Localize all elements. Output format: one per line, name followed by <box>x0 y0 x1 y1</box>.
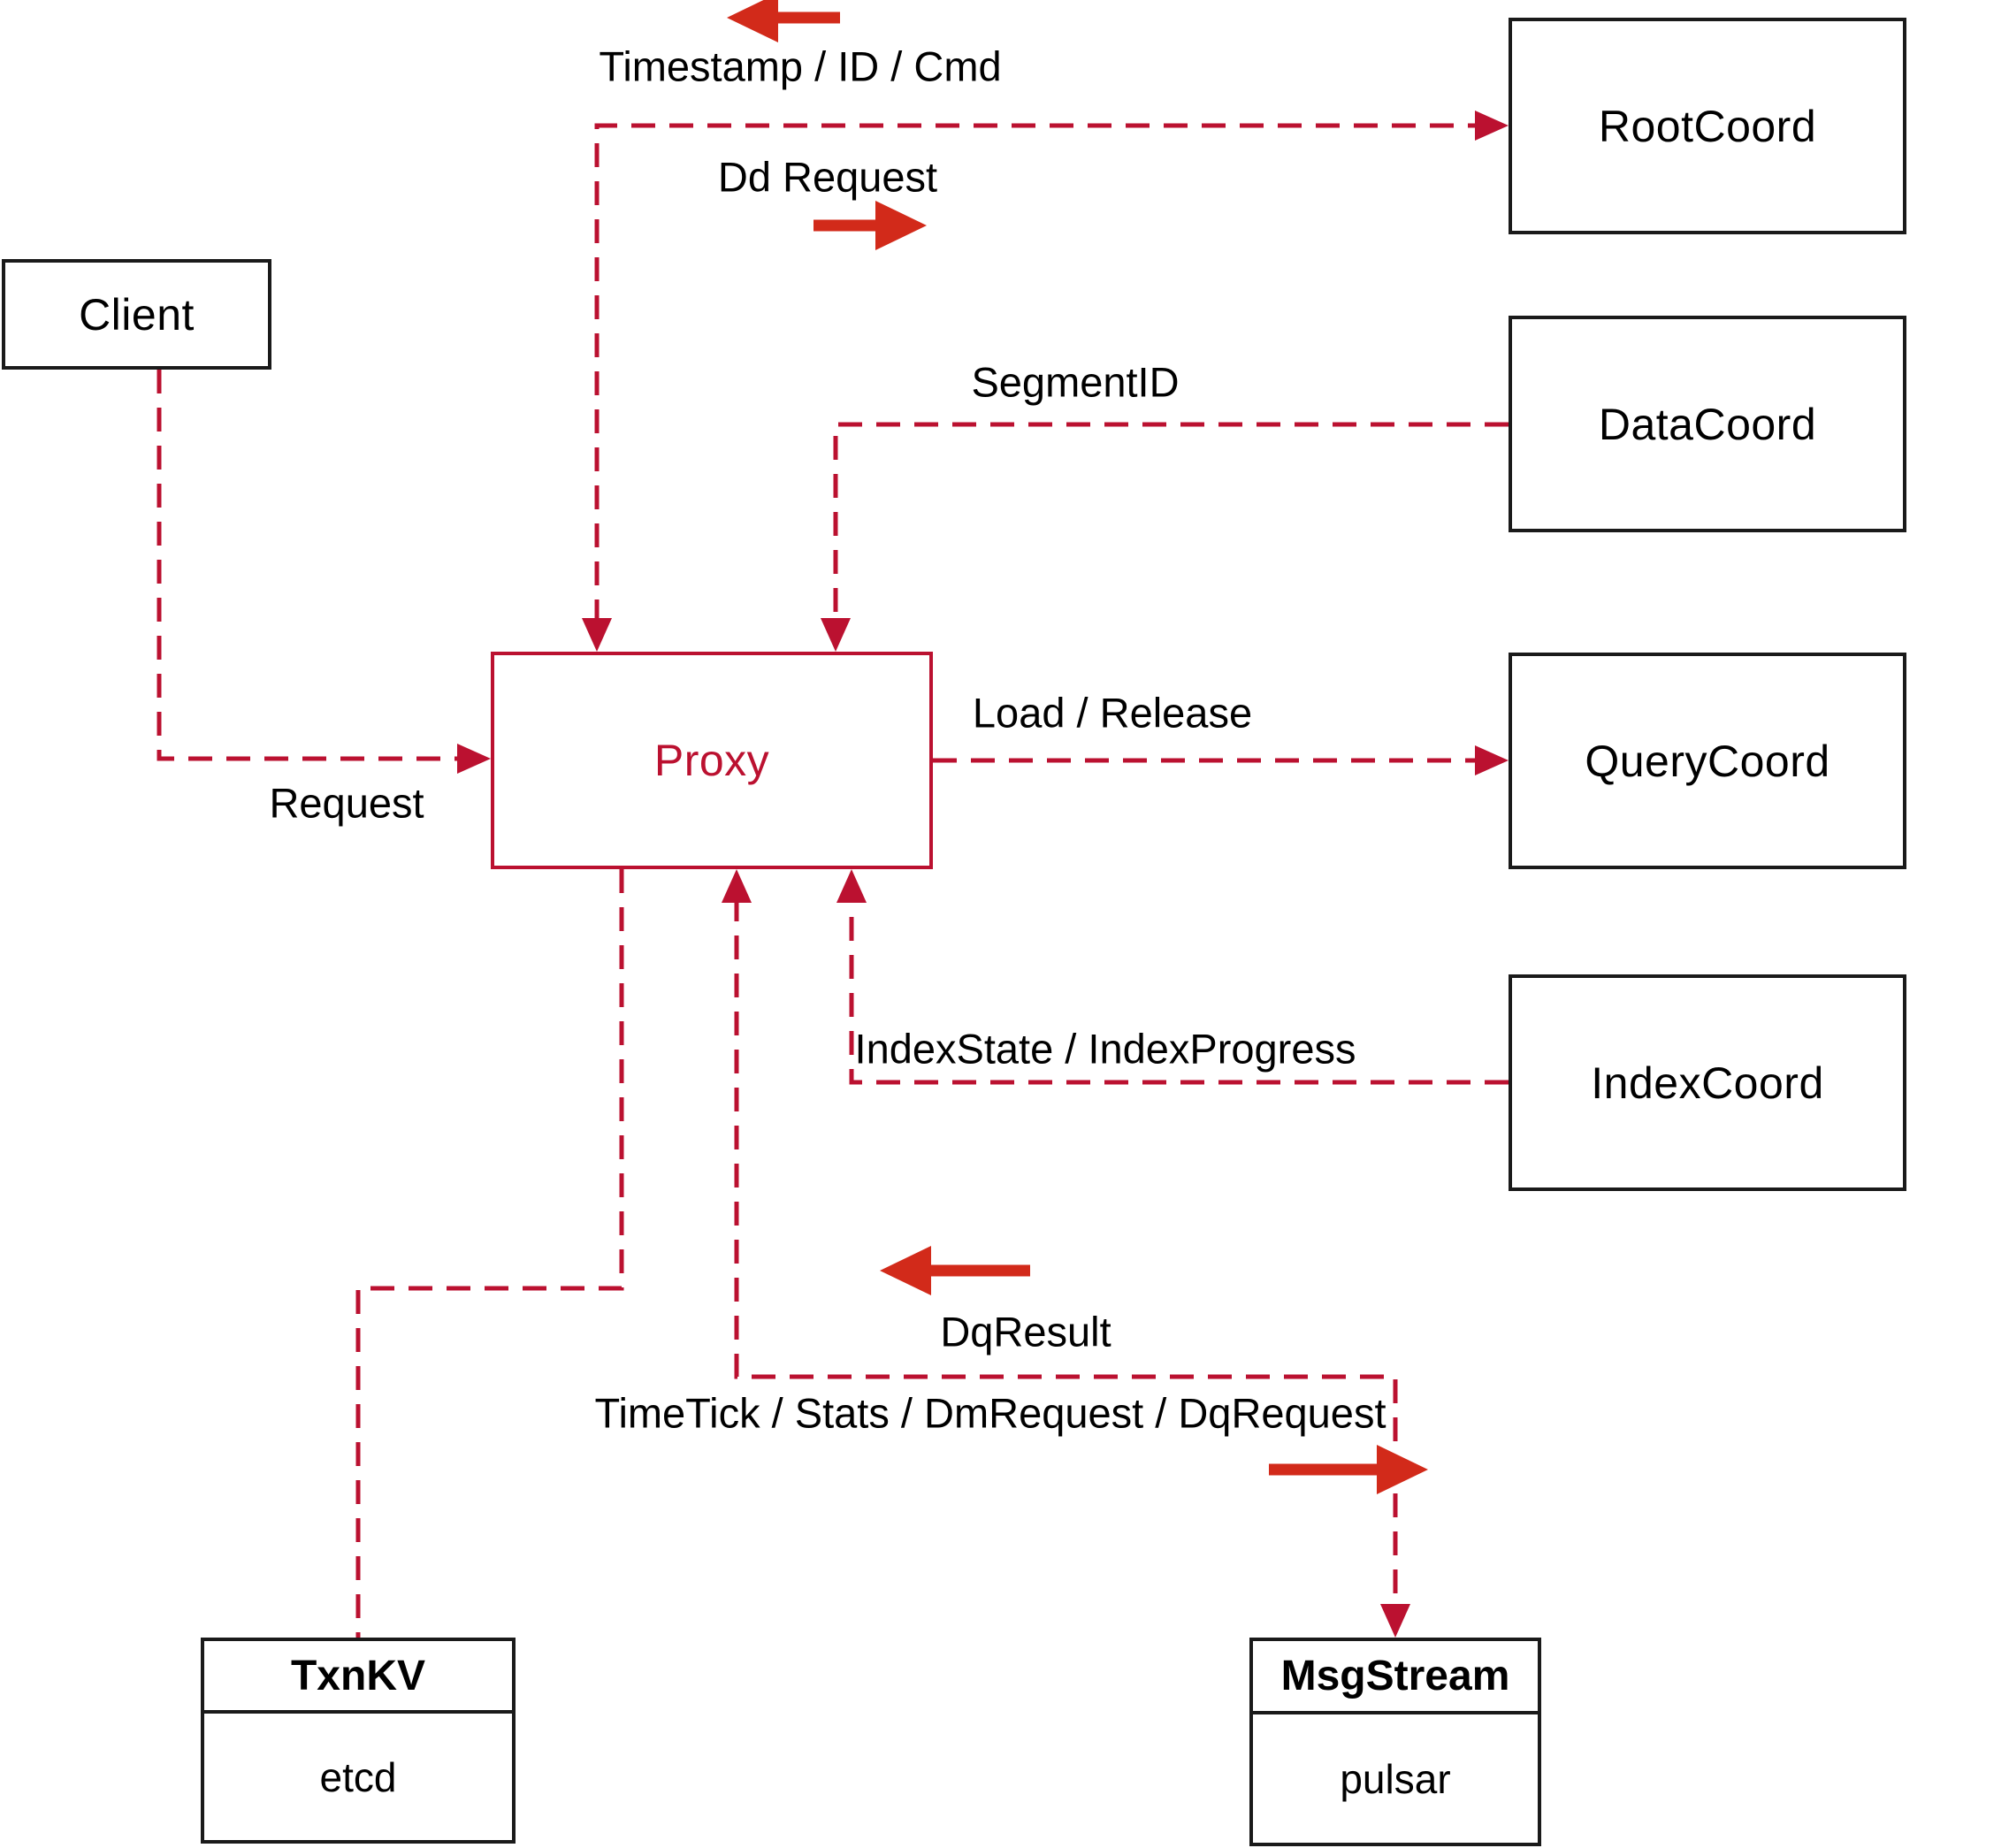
arrowhead <box>821 618 851 652</box>
node-rootcoord-label: RootCoord <box>1598 101 1817 151</box>
node-txnkv-title: TxnKV <box>204 1641 512 1714</box>
edge-client-to-proxy <box>157 370 462 761</box>
node-msgstream-body: pulsar <box>1340 1755 1451 1802</box>
arrowhead <box>1380 1604 1410 1638</box>
arrowhead <box>722 869 752 903</box>
node-proxy: Proxy <box>491 652 933 869</box>
edge-label-dq-result: DqResult <box>940 1308 1111 1355</box>
arrowhead <box>875 201 927 250</box>
node-querycoord-label: QueryCoord <box>1585 736 1830 786</box>
arrowhead <box>880 1246 931 1295</box>
arrowhead <box>457 744 491 774</box>
arrowhead <box>727 0 778 42</box>
node-client-label: Client <box>79 289 195 340</box>
arrowhead <box>836 869 867 903</box>
edge-label-timetick: TimeTick / Stats / DmRequest / DqRequest <box>594 1389 1386 1437</box>
node-indexcoord-label: IndexCoord <box>1591 1058 1824 1108</box>
edge-label-indexstate: IndexState / IndexProgress <box>854 1025 1356 1073</box>
node-querycoord: QueryCoord <box>1509 653 1906 869</box>
node-msgstream: MsgStream pulsar <box>1249 1638 1541 1846</box>
edge-label-timestamp-id-cmd: Timestamp / ID / Cmd <box>599 42 1002 90</box>
edge-proxy-msgstream <box>734 897 1398 1609</box>
node-client: Client <box>2 259 271 370</box>
edge-proxy-to-txnkv <box>355 869 624 1638</box>
edge-label-segment-id: SegmentID <box>971 358 1180 406</box>
node-indexcoord: IndexCoord <box>1509 974 1906 1191</box>
edge-indexcoord-to-proxy <box>849 897 1509 1085</box>
node-rootcoord: RootCoord <box>1509 18 1906 234</box>
node-datacoord: DataCoord <box>1509 316 1906 532</box>
arrowhead <box>582 618 612 652</box>
edge-label-request: Request <box>269 779 424 827</box>
arrowhead <box>1377 1445 1428 1494</box>
node-msgstream-title: MsgStream <box>1253 1641 1538 1714</box>
edge-label-dd-request: Dd Request <box>717 153 938 201</box>
node-proxy-label: Proxy <box>653 736 770 785</box>
arrowhead <box>1475 111 1509 141</box>
edge-datacoord-to-proxy <box>833 422 1509 623</box>
node-txnkv-body: etcd <box>319 1753 397 1800</box>
edge-label-load-release: Load / Release <box>972 689 1253 737</box>
edge-proxy-rootcoord <box>594 123 1480 623</box>
arrowhead <box>1475 745 1509 775</box>
node-datacoord-label: DataCoord <box>1598 399 1817 449</box>
node-txnkv: TxnKV etcd <box>201 1638 516 1844</box>
